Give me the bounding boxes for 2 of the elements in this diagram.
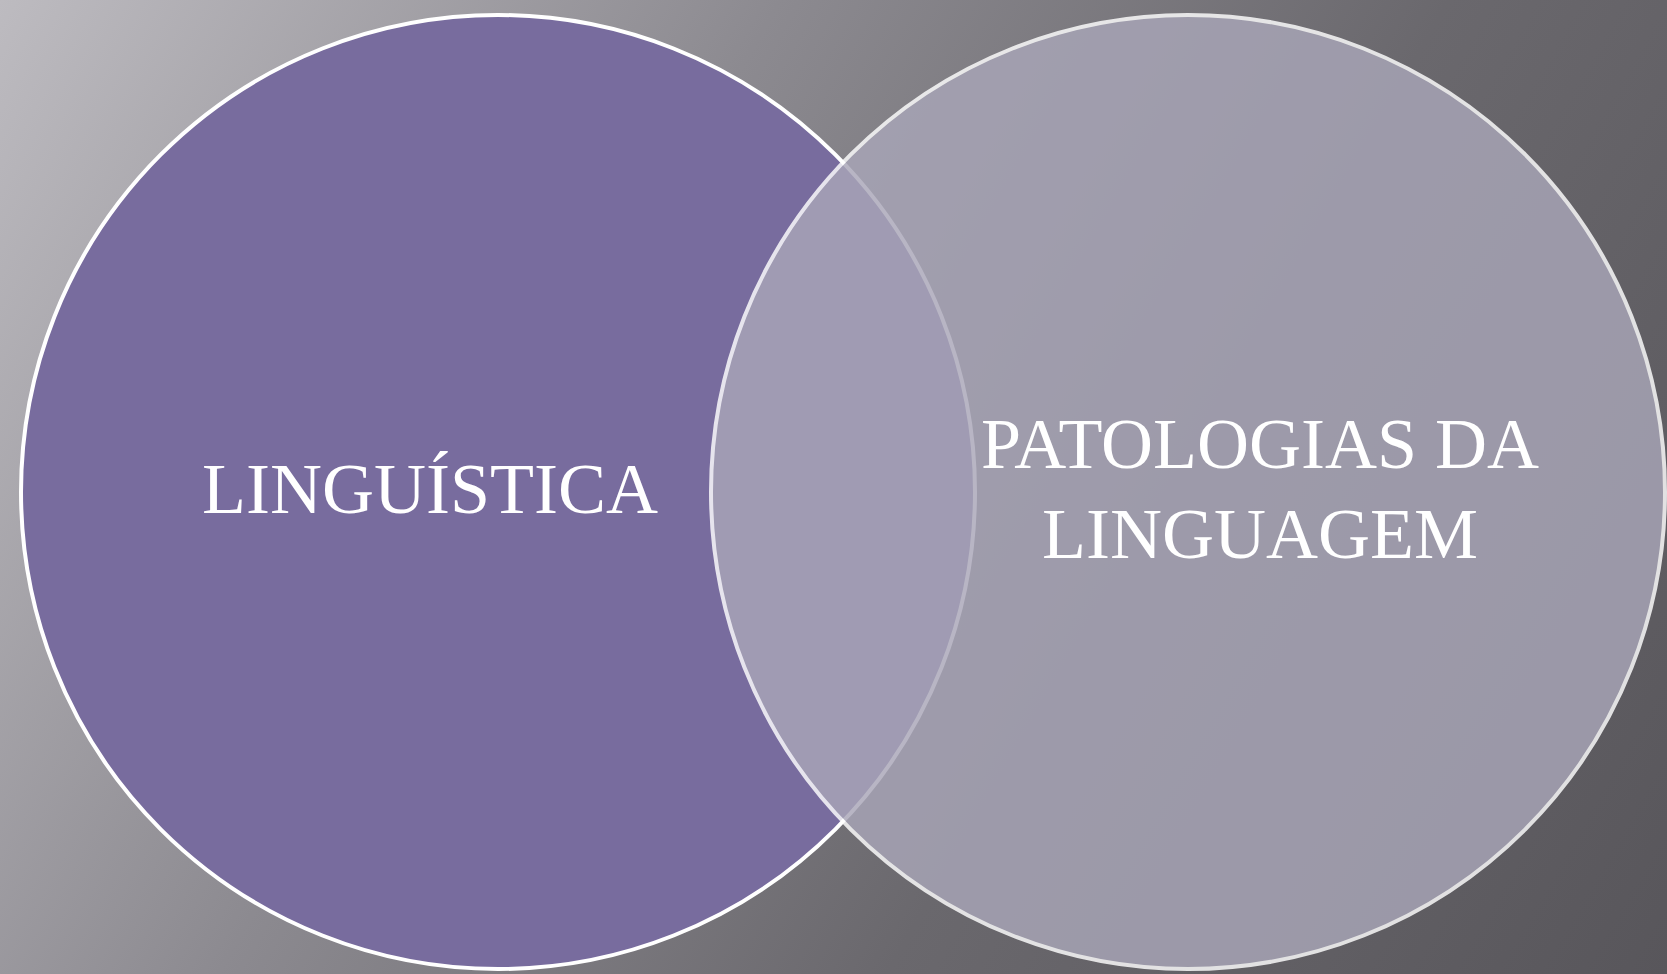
circle-label: PATOLOGIAS DA LINGUAGEM <box>980 403 1540 576</box>
circle-label: LINGUÍSTICA <box>201 448 659 531</box>
